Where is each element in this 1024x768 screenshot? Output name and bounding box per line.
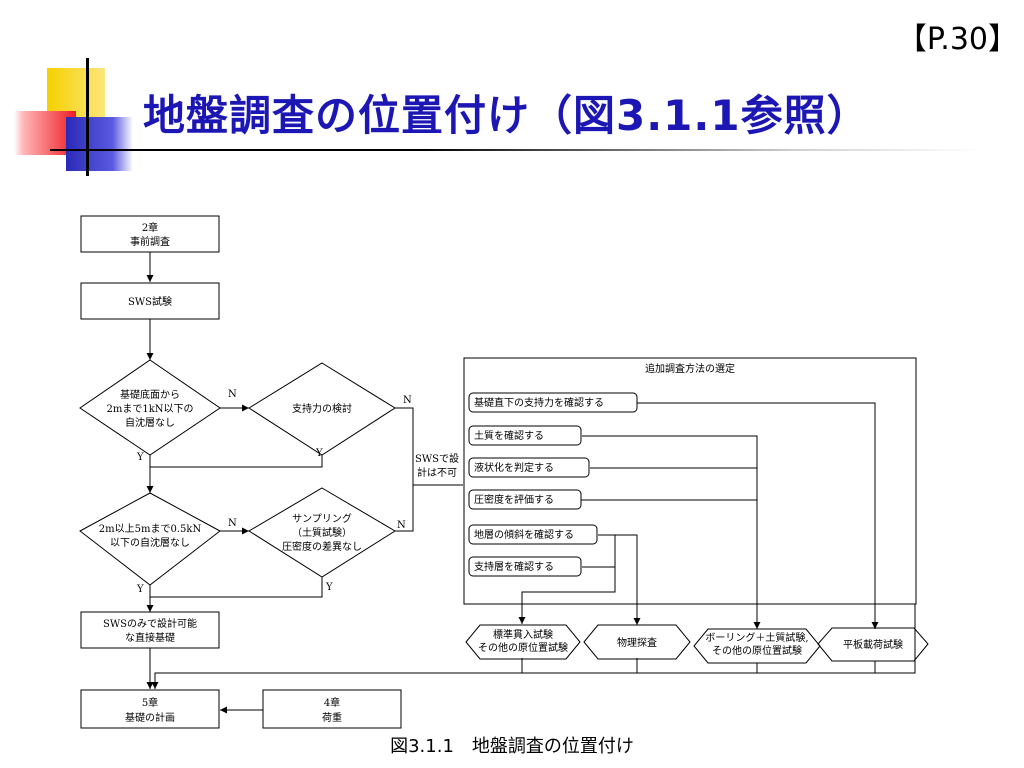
- figure-caption: 図3.1.1 地盤調査の位置付け: [390, 736, 634, 757]
- option-label-2: 土質を確認する: [474, 429, 544, 442]
- chapter4-label-2: 荷重: [322, 711, 342, 724]
- decision-3-label-2: 以下の自沈層なし: [110, 536, 190, 549]
- decor-yellow-block: [47, 68, 105, 118]
- decision-3-yes-label: Y: [136, 584, 144, 595]
- method-hex-4: [817, 627, 929, 662]
- method-3-label-1: ボーリング＋土質試験,: [705, 631, 808, 644]
- decision-1-label-2: 2mまで1kN以下の: [106, 403, 193, 415]
- method-3-label-2: その他の原位置試験: [712, 644, 802, 657]
- sws-only-box: [80, 611, 220, 649]
- chapter5-label-2: 基礎の計画: [125, 711, 175, 724]
- decor-blue-block: [66, 117, 133, 171]
- decision-3-no-label: N: [228, 518, 237, 529]
- chapter2-label-1: 2章: [142, 221, 158, 234]
- decision-3-label-1: 2m以上5mまで0.5kN: [99, 523, 202, 535]
- method-2-label: 物理探査: [617, 636, 657, 649]
- decision-1-yes-label: Y: [136, 452, 144, 463]
- option-label-5: 地層の傾斜を確認する: [474, 528, 574, 541]
- decision-4-label-1: サンプリング: [292, 512, 352, 525]
- sws-only-label-2: な直接基礎: [125, 631, 175, 644]
- chapter2-label-2: 事前調査: [130, 235, 170, 248]
- decision-4-label-2: （土質試験）: [292, 526, 352, 539]
- option-box-5: [468, 524, 598, 545]
- decision-2-diamond: [248, 362, 396, 456]
- method-hex-2: [583, 624, 691, 660]
- decision-4-label-3: 圧密度の差異なし: [282, 540, 362, 553]
- sws-not-label-2: 計は不可: [417, 466, 457, 479]
- decision-4-yes-label: Y: [325, 582, 333, 593]
- option-label-4: 圧密度を評価する: [474, 493, 554, 506]
- chapter5-label-1: 5章: [142, 696, 158, 709]
- chapter5-box: [80, 689, 220, 729]
- decision-1-label-1: 基礎底面から: [120, 388, 180, 401]
- sws-test-label: SWS試験: [128, 295, 172, 308]
- method-1-label-1: 標準貫入試験: [493, 628, 553, 641]
- chapter2-box: [80, 215, 220, 253]
- decision-2-no-label: N: [403, 395, 412, 406]
- sws-not-label-1: SWSで設: [415, 452, 459, 465]
- chapter4-box: [262, 689, 402, 729]
- option-label-1: 基礎直下の支持力を確認する: [474, 396, 604, 409]
- decision-1-label-3: 自沈層なし: [125, 416, 175, 429]
- decision-4-diamond: [248, 487, 396, 578]
- panel-title: 追加調査方法の選定: [645, 362, 735, 375]
- chapter4-label-1: 4章: [324, 696, 340, 709]
- option-label-3: 液状化を判定する: [474, 461, 554, 474]
- decision-2-label: 支持力の検討: [292, 402, 352, 415]
- additional-survey-panel: [463, 357, 917, 605]
- page-reference: 【P.30】: [896, 22, 1018, 57]
- option-box-1: [468, 392, 638, 413]
- method-4-label: 平板載荷試験: [843, 638, 903, 651]
- option-label-6: 支持層を確認する: [474, 560, 554, 573]
- decor-red-block: [14, 111, 76, 155]
- decision-2-yes-label: Y: [315, 448, 323, 459]
- decision-1-no-label: N: [228, 389, 237, 400]
- decision-3-diamond: [79, 492, 221, 586]
- slide-title: 地盤調査の位置付け（図3.1.1参照）: [143, 91, 870, 140]
- decision-4-no-label: N: [397, 520, 406, 531]
- option-box-6: [468, 556, 582, 577]
- option-box-2: [468, 425, 582, 446]
- title-underline: [50, 149, 980, 151]
- sws-only-label-1: SWSのみで設計可能: [103, 617, 197, 630]
- option-box-3: [468, 457, 590, 478]
- method-1-label-2: その他の原位置試験: [478, 641, 568, 654]
- sws-test-box: [80, 282, 220, 320]
- decision-1-diamond: [79, 359, 221, 456]
- decor-vertical-line: [86, 58, 89, 176]
- method-hex-1: [465, 624, 581, 660]
- option-box-4: [468, 489, 582, 510]
